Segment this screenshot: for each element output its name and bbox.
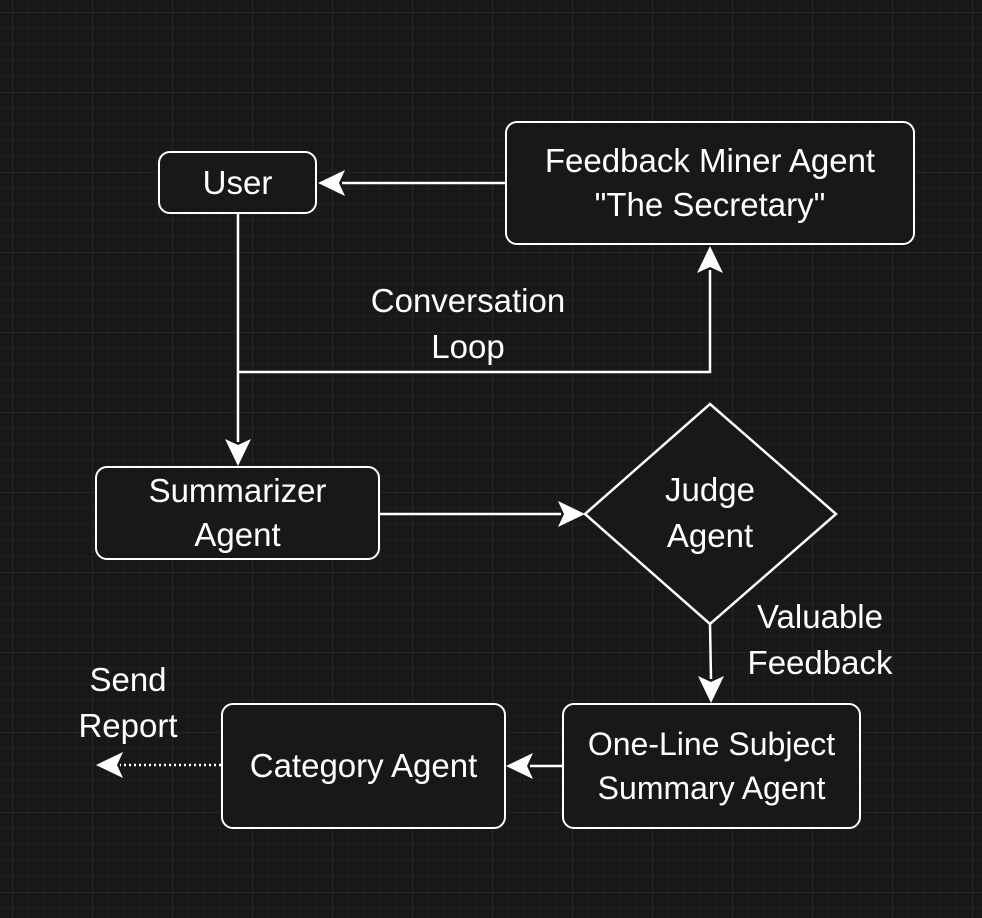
arrowhead-send-report [96, 752, 123, 778]
node-summarizer-line-2: Agent [194, 516, 281, 553]
node-user-line-1: User [202, 163, 273, 201]
node-feedback-miner-line-1: Feedback Miner Agent [544, 142, 876, 179]
arrowhead-loop-to-miner [697, 246, 723, 273]
node-summarizer-line-1: Summarizer [148, 472, 327, 509]
node-category[interactable]: Category Agent [221, 703, 506, 829]
node-subject-summary-line-1: One-Line Subject [587, 726, 836, 762]
edge-label-conversation-loop: Conversation Loop [348, 278, 588, 370]
arrowhead-summarizer-to-judge [558, 501, 585, 527]
edge-label-conversation-loop-line-1: Conversation [370, 282, 566, 319]
arrowhead-subject-to-category [506, 753, 533, 779]
edge-judge-to-subject [708, 623, 713, 680]
edge-label-valuable-feedback-line-2: Feedback [747, 644, 893, 681]
node-category-line-1: Category Agent [249, 747, 478, 784]
node-user[interactable]: User [158, 151, 317, 214]
node-summarizer[interactable]: Summarizer Agent [95, 466, 380, 560]
edge-conversation-loop [238, 270, 712, 374]
node-feedback-miner[interactable]: Feedback Miner Agent "The Secretary" [505, 121, 915, 245]
edge-label-valuable-feedback: Valuable Feedback [730, 594, 910, 686]
edge-label-conversation-loop-line-2: Loop [431, 328, 505, 365]
node-subject-summary-line-2: Summary Agent [597, 770, 826, 806]
node-feedback-miner-line-2: "The Secretary" [594, 186, 826, 223]
edge-label-valuable-feedback-line-1: Valuable [757, 598, 883, 635]
edge-label-send-report-line-2: Report [78, 707, 178, 744]
edge-label-send-report: Send Report [58, 657, 198, 749]
node-judge-line-2: Agent [666, 517, 754, 554]
arrowhead-user-to-summarizer [225, 439, 251, 466]
arrowhead-judge-to-subject [698, 676, 724, 703]
node-judge-line-1: Judge [665, 471, 755, 508]
node-judge-label: Judge Agent [585, 467, 835, 559]
node-subject-summary[interactable]: One-Line Subject Summary Agent [562, 703, 861, 829]
arrowhead-miner-to-user [318, 170, 345, 196]
edge-label-send-report-line-1: Send [89, 661, 167, 698]
